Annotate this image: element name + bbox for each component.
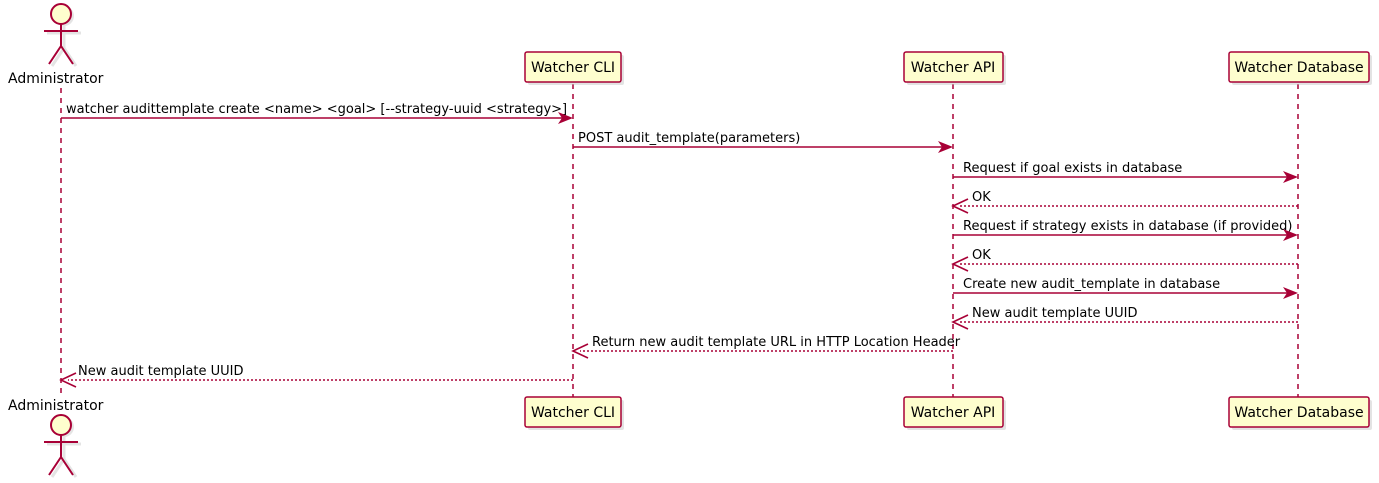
- participant-box-watcher-cli-bottom[interactable]: [524, 396, 622, 428]
- message-label-3: Request if goal exists in database: [963, 161, 1182, 176]
- message-label-9: Return new audit template URL in HTTP Lo…: [592, 335, 961, 350]
- message-7[interactable]: Create new audit_template in database: [953, 277, 1298, 299]
- message-arrowhead-8: [951, 314, 969, 330]
- message-2[interactable]: POST audit_template(parameters): [573, 131, 953, 153]
- message-arrowhead-10: [59, 372, 77, 388]
- actor-head-icon: [50, 3, 72, 25]
- participant-label-watcher-database-bottom: Watcher Database: [1234, 405, 1363, 421]
- message-4[interactable]: OK: [951, 190, 1298, 214]
- participant-box-watcher-api-top[interactable]: [903, 51, 1004, 83]
- message-arrowhead-6: [951, 256, 969, 272]
- actor-label-administrator-bottom: Administrator: [8, 398, 104, 414]
- actor-leg-right-icon: [60, 456, 74, 476]
- message-3[interactable]: Request if goal exists in database: [953, 161, 1298, 183]
- message-10[interactable]: New audit template UUID: [59, 364, 573, 388]
- participant-watcher-database-top[interactable]: Watcher Database: [1228, 51, 1372, 85]
- actor-leg-left-icon: [48, 456, 62, 476]
- message-arrowhead-9: [571, 343, 589, 359]
- message-arrowhead-2: [938, 141, 953, 153]
- participant-label-watcher-cli-top: Watcher CLI: [531, 60, 615, 76]
- message-arrowhead-7: [1283, 287, 1298, 299]
- actor-administrator-bottom[interactable]: Administrator: [8, 398, 104, 478]
- message-label-8: New audit template UUID: [972, 306, 1137, 321]
- message-label-4: OK: [972, 190, 991, 205]
- lifelines: [60, 84, 1299, 398]
- actor-leg-right-icon: [60, 45, 74, 65]
- message-label-2: POST audit_template(parameters): [578, 131, 800, 146]
- actor-leg-left-icon: [48, 45, 62, 65]
- message-arrowhead-5: [1283, 229, 1298, 241]
- message-arrowhead-4: [951, 198, 969, 214]
- participant-watcher-api-top[interactable]: Watcher API: [903, 51, 1006, 85]
- message-label-5: Request if strategy exists in database (…: [963, 219, 1292, 234]
- participant-box-watcher-cli-top[interactable]: [524, 51, 622, 83]
- message-9[interactable]: Return new audit template URL in HTTP Lo…: [571, 335, 961, 359]
- message-arrowhead-3: [1283, 171, 1298, 183]
- actor-label-administrator-top: Administrator: [8, 71, 104, 87]
- message-8[interactable]: New audit template UUID: [951, 306, 1298, 330]
- message-label-10: New audit template UUID: [78, 364, 243, 379]
- actor-head-icon: [50, 414, 72, 436]
- participant-watcher-cli-top[interactable]: Watcher CLI: [524, 51, 624, 85]
- message-label-6: OK: [972, 248, 991, 263]
- participant-label-watcher-cli-bottom: Watcher CLI: [531, 405, 615, 421]
- participant-watcher-database-bottom[interactable]: Watcher Database: [1228, 396, 1372, 430]
- participant-box-watcher-database-top[interactable]: [1228, 51, 1370, 83]
- participant-watcher-cli-bottom[interactable]: Watcher CLI: [524, 396, 624, 430]
- message-label-1: watcher audittemplate create <name> <goa…: [66, 102, 567, 117]
- participant-label-watcher-api-bottom: Watcher API: [911, 405, 996, 421]
- participant-label-watcher-database-top: Watcher Database: [1234, 60, 1363, 76]
- message-1[interactable]: watcher audittemplate create <name> <goa…: [61, 102, 573, 124]
- message-arrowhead-1: [558, 112, 573, 124]
- participant-box-watcher-database-bottom[interactable]: [1228, 396, 1370, 428]
- message-5[interactable]: Request if strategy exists in database (…: [953, 219, 1298, 241]
- actor-administrator-top[interactable]: Administrator: [8, 3, 104, 87]
- message-label-7: Create new audit_template in database: [963, 277, 1220, 292]
- participant-watcher-api-bottom[interactable]: Watcher API: [903, 396, 1006, 430]
- participant-label-watcher-api-top: Watcher API: [911, 60, 996, 76]
- participant-box-watcher-api-bottom[interactable]: [903, 396, 1004, 428]
- message-6[interactable]: OK: [951, 248, 1298, 272]
